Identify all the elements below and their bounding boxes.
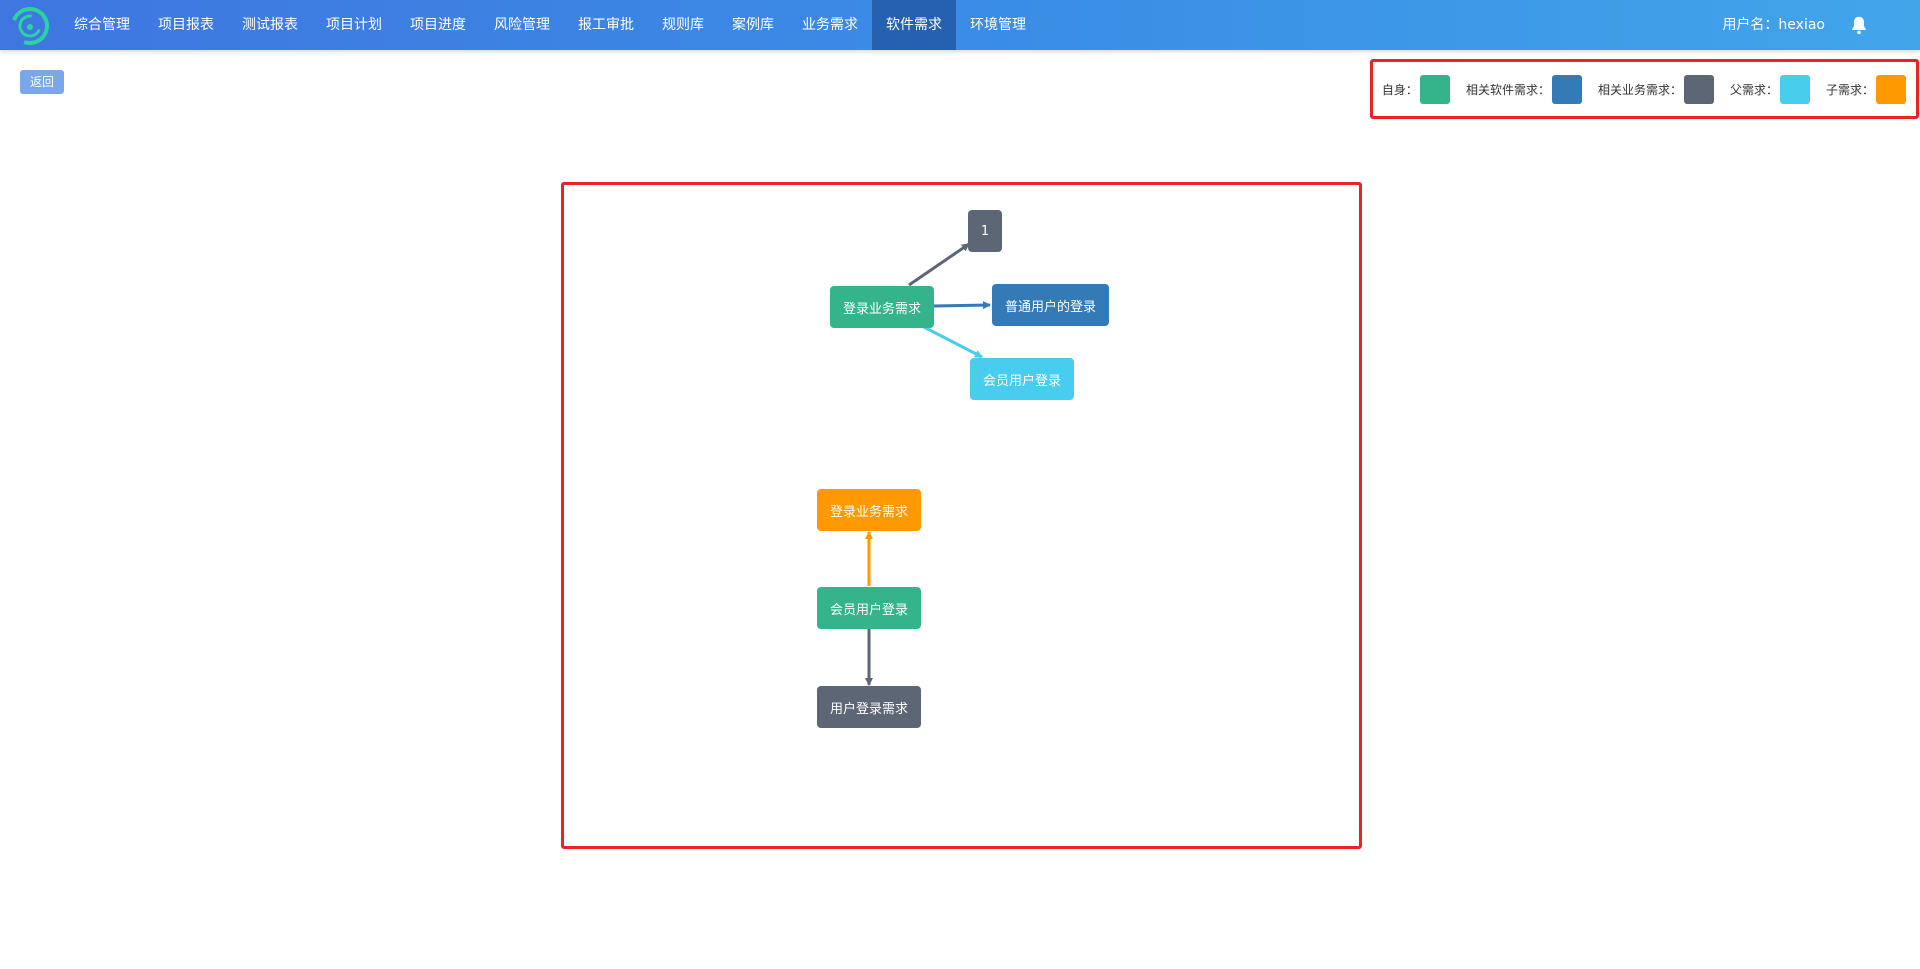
legend-swatch — [1551, 74, 1582, 104]
edge-self-to-1 — [908, 242, 970, 287]
legend-label: 自身： — [1381, 82, 1418, 97]
legend-label: 子需求： — [1825, 82, 1874, 97]
graph-node-user-login-requirement[interactable]: 用户登录需求 — [817, 686, 921, 728]
nav-item-environment-management[interactable]: 环境管理 — [970, 17, 1026, 33]
graph-edges — [865, 242, 991, 686]
graph-node-normal-user-login[interactable]: 普通用户的登录 — [992, 284, 1109, 326]
legend-swatch — [1779, 74, 1810, 104]
nav-item-case-library[interactable]: 案例库 — [732, 17, 774, 33]
graph-node-member-user-login-parent[interactable]: 会员用户登录 — [970, 358, 1074, 400]
top-navigation-bar: 综合管理 项目报表 测试报表 项目计划 项目进度 风险管理 报工审批 规则库 案… — [0, 0, 1920, 50]
legend-item-related-business: 相关业务需求： — [1597, 74, 1714, 104]
legend-label: 相关业务需求： — [1597, 82, 1682, 97]
nav-item-project-plan[interactable]: 项目计划 — [326, 17, 382, 33]
username-label: 用户名：hexiao — [1722, 17, 1825, 33]
legend-swatch — [1419, 74, 1450, 104]
nav-item-rule-library[interactable]: 规则库 — [662, 17, 704, 33]
nav-item-software-requirements[interactable]: 软件需求 — [872, 0, 956, 50]
nav-item-work-approval[interactable]: 报工审批 — [578, 17, 634, 33]
legend: 自身： 相关软件需求： 相关业务需求： 父需求： 子需求： — [1370, 59, 1919, 119]
legend-item-child: 子需求： — [1825, 74, 1906, 104]
legend-label: 相关软件需求： — [1465, 82, 1550, 97]
nav-item-project-progress[interactable]: 项目进度 — [410, 17, 466, 33]
graph-node-self-business-login[interactable]: 登录业务需求 — [830, 286, 934, 328]
back-button[interactable]: 返回 — [20, 70, 64, 94]
main-nav: 综合管理 项目报表 测试报表 项目计划 项目进度 风险管理 报工审批 规则库 案… — [60, 0, 1040, 50]
edge-self-to-member-user-login — [919, 323, 983, 359]
nav-item-test-report[interactable]: 测试报表 — [242, 17, 298, 33]
nav-item-risk-management[interactable]: 风险管理 — [494, 17, 550, 33]
legend-label: 父需求： — [1729, 82, 1778, 97]
legend-swatch — [1683, 74, 1714, 104]
graph-node-business-login-child[interactable]: 登录业务需求 — [817, 489, 921, 531]
edge-self-to-normal-user-login — [932, 301, 991, 310]
legend-item-parent: 父需求： — [1729, 74, 1810, 104]
nav-item-business-requirements[interactable]: 业务需求 — [802, 17, 858, 33]
graph-node-self-member-user-login[interactable]: 会员用户登录 — [817, 587, 921, 629]
nav-item-comprehensive[interactable]: 综合管理 — [74, 17, 130, 33]
bell-icon[interactable] — [1848, 14, 1870, 36]
graph-node-1[interactable]: 1 — [968, 210, 1002, 252]
nav-item-project-report[interactable]: 项目报表 — [158, 17, 214, 33]
legend-item-self: 自身： — [1381, 74, 1450, 104]
legend-swatch — [1876, 74, 1906, 104]
legend-item-related-software: 相关软件需求： — [1465, 74, 1582, 104]
relationship-graph: 1 登录业务需求 普通用户的登录 会员用户登录 登录业务需求 会员用户登录 用户… — [561, 182, 1362, 849]
logo-icon[interactable] — [10, 6, 50, 46]
